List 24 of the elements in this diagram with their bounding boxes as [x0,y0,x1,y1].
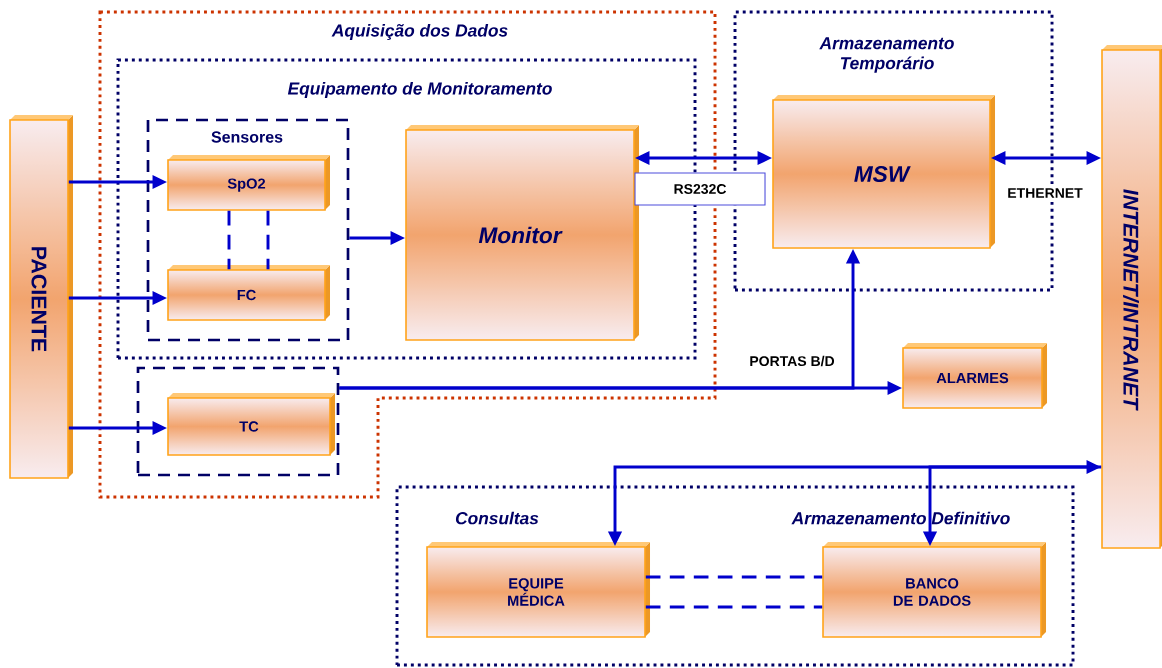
edge-label: PORTAS B/D [748,354,836,368]
group-title: Equipamento de Monitoramento [287,81,552,99]
dashed-link [266,210,270,270]
group-title: Armazenamento Definitivo [791,511,1010,525]
process-box: ALARMES [902,343,1047,409]
process-box: BANCO DE DADOS [822,542,1046,638]
process-box: MSW [772,95,995,249]
dashed-link [227,210,231,270]
edge-label: ETHERNET [1005,186,1085,200]
process-box: SpO2 [167,155,330,211]
patient-bar: PACIENTE [9,115,73,479]
edge-label: RS232C [634,172,766,206]
dashed-link [645,605,823,609]
process-box: TC [167,393,335,456]
group-title: Armazenamento Temporário [819,37,954,73]
network-bar: INTERNET/INTRANET [1101,45,1162,549]
dashed-box [136,366,340,477]
process-box: Monitor [405,125,639,341]
group-title: Sensores [211,131,283,143]
dashed-link [645,575,823,579]
group-title: Consultas [455,511,539,525]
process-box: FC [167,265,330,321]
group-title: Aquisição dos Dados [331,23,508,41]
process-box: EQUIPE MÉDICA [426,542,650,638]
